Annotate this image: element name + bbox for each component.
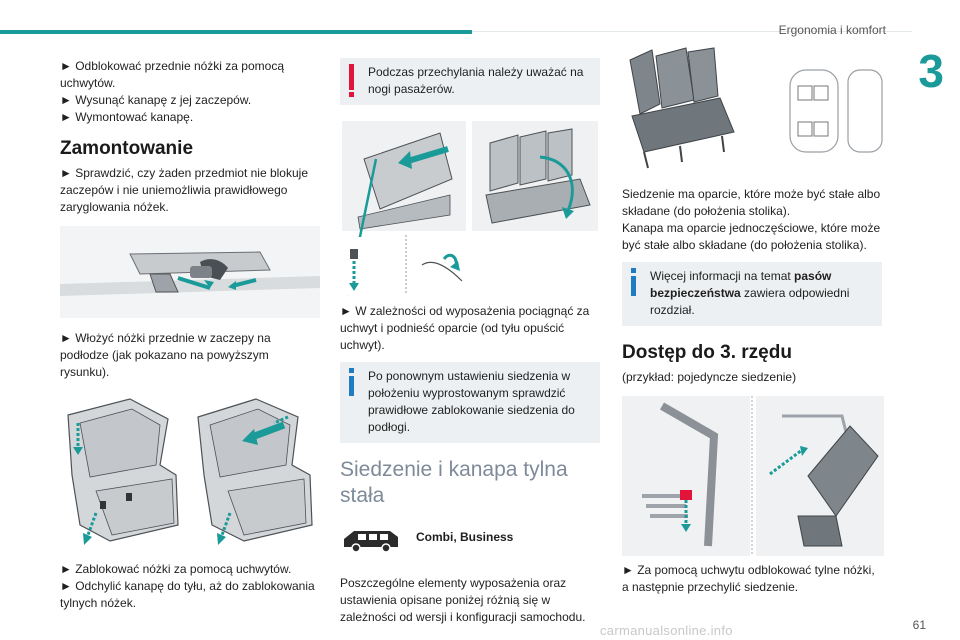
- illustration-backrest: [340, 119, 600, 297]
- page-number: 61: [912, 618, 926, 632]
- warning-icon-dot: [349, 92, 354, 97]
- heading-third-row: Dostęp do 3. rzędu: [622, 342, 792, 363]
- model-names: Combi, Business: [416, 530, 514, 544]
- info-icon: [349, 376, 354, 396]
- step-pull-handle: ► W zależności od wyposażenia pociągnąć …: [340, 304, 590, 352]
- heading-rear-seat: Siedzenie i kanapa tylna stała: [340, 458, 568, 507]
- info-check-text: Po ponownym ustawieniu siedzenia w położ…: [368, 369, 575, 434]
- steps-removal: ► Odblokować przednie nóżki za pomocą uc…: [60, 58, 320, 126]
- bench-right-svg: [197, 398, 313, 545]
- warning-icon: [349, 64, 354, 90]
- chapter-number: 3: [918, 45, 944, 97]
- step-slide-out: ► Wysunąć kanapę z jej zaczepów.: [60, 93, 252, 107]
- step-lock-feet: ► Zablokować nóżki za pomocą uchwytów.: [60, 562, 292, 576]
- para-seat-backrest: Siedzenie ma oparcie, które może być sta…: [622, 187, 881, 218]
- para-bench-backrest: Kanapa ma oparcie jednoczęściowe, które …: [622, 221, 881, 252]
- illustration-pair-bench: [60, 395, 320, 547]
- info-icon-2: [631, 276, 636, 296]
- illustration-seats-layout: [622, 44, 886, 174]
- floor-anchor-svg: [60, 226, 320, 318]
- step-remove-bench: ► Wymontować kanapę.: [60, 110, 194, 124]
- third-row-svg: [622, 396, 884, 556]
- info-suffix: zawiera odpowiedni rozdział.: [650, 286, 850, 317]
- info-bold: pasów bezpieczeństwa: [650, 269, 832, 300]
- step-check-anchors: ► Sprawdzić, czy żaden przedmiot nie blo…: [60, 166, 308, 214]
- info-box-check: Po ponownym ustawieniu siedzenia w położ…: [340, 362, 600, 443]
- warning-box: Podczas przechylania należy uważać na no…: [340, 58, 600, 105]
- watermark: carmanualsonline.info: [600, 623, 733, 638]
- illustration-bench-right: [194, 395, 320, 547]
- example-note: (przykład: pojedyncze siedzenie): [622, 370, 797, 384]
- info-seatbelts-text: Więcej informacji na temat pasów bezpiec…: [650, 268, 874, 319]
- illustration-third-row: [622, 396, 884, 556]
- para-equipment: Poszczególne elementy wyposażenia oraz u…: [340, 576, 586, 624]
- step-tilt-back: ► Odchylić kanapę do tyłu, aż do zabloko…: [60, 579, 315, 610]
- seats-layout-svg: [629, 47, 883, 169]
- header-accent-bar: [0, 30, 472, 34]
- step-insert-feet: ► Włożyć nóżki przednie w zaczepy na pod…: [60, 331, 271, 379]
- info-prefix: Więcej informacji na temat: [650, 269, 795, 283]
- column-middle: Podczas przechylania należy uważać na no…: [340, 58, 600, 626]
- step-unlock-front-feet: ► Odblokować przednie nóżki za pomocą uc…: [60, 59, 284, 90]
- bench-left-svg: [67, 398, 179, 545]
- steps-lock: ► Zablokować nóżki za pomocą uchwytów. ►…: [60, 561, 320, 612]
- illustration-floor-anchor: [60, 226, 320, 318]
- vehicle-variant: Combi, Business: [340, 523, 600, 557]
- info-box-seatbelts: Więcej informacji na temat pasów bezpiec…: [622, 262, 882, 326]
- backrest-svg: [342, 121, 598, 296]
- heading-mount: Zamontowanie: [60, 138, 194, 159]
- header-rule: [472, 31, 912, 32]
- info-icon-dot-2: [631, 268, 636, 273]
- column-left: ► Odblokować przednie nóżki za pomocą uc…: [60, 58, 320, 612]
- step-unlock-rear-feet: ► Za pomocą uchwytu odblokować tylne nóż…: [622, 563, 875, 594]
- section-title: Ergonomia i komfort: [778, 23, 886, 37]
- van-icon: [344, 531, 398, 553]
- warning-text: Podczas przechylania należy uważać na no…: [368, 65, 584, 96]
- info-icon-dot: [349, 368, 354, 373]
- column-right: Siedzenie ma oparcie, które może być sta…: [622, 44, 884, 596]
- illustration-bench-left: [60, 395, 188, 547]
